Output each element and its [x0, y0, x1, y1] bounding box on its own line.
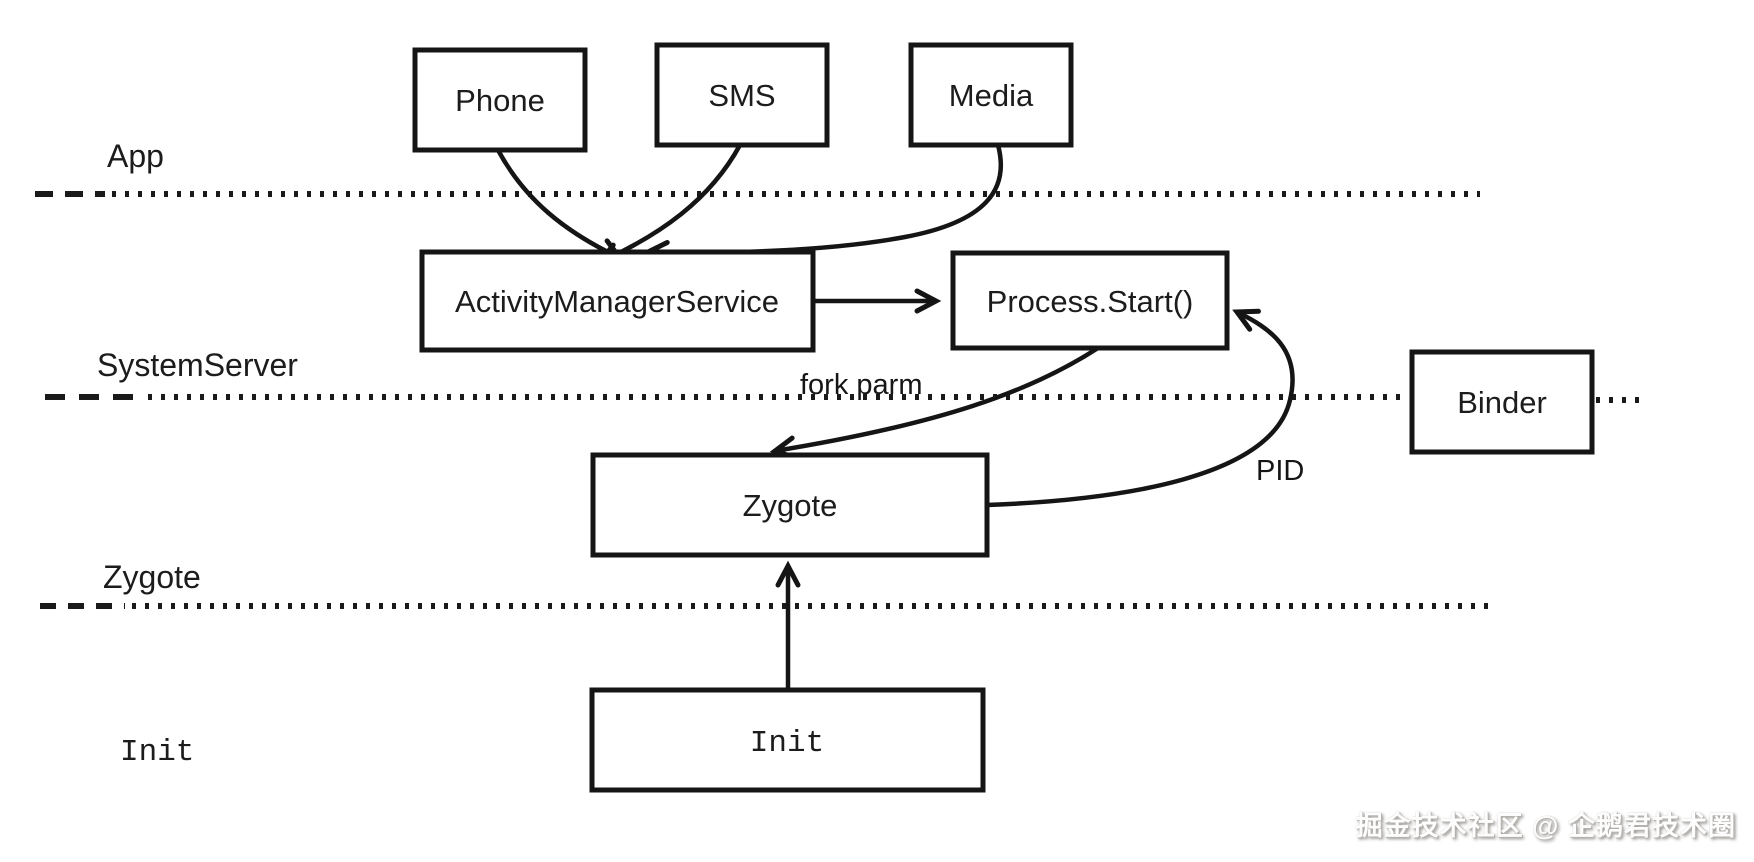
layer-label-app: App [107, 138, 164, 174]
edge-fork-parm [769, 346, 1100, 461]
node-media-label: Media [949, 78, 1034, 113]
node-ams-box [419, 249, 816, 353]
edge-pid [986, 308, 1295, 508]
edge-label-fork-parm: fork parm [800, 369, 922, 401]
layer-separators [35, 191, 1648, 609]
edge-sms-to-ams [595, 143, 742, 266]
layer-label-systemserver: SystemServer [97, 347, 298, 383]
node-zygote-label: Zygote [743, 488, 838, 523]
node-sms-label: SMS [708, 78, 775, 113]
node-sms-box [654, 42, 830, 148]
node-ams-label: ActivityManagerService [455, 284, 779, 319]
node-init-box [589, 687, 986, 793]
edge-label-pid: PID [1256, 455, 1304, 487]
node-zygote-box [590, 452, 990, 558]
node-binder-label: Binder [1457, 385, 1547, 420]
watermark-text: 掘金技术社区 @ 企鹅君技术圈 [1355, 811, 1736, 841]
nodes [412, 42, 1595, 793]
node-media-box [908, 42, 1074, 148]
edges [496, 143, 1295, 689]
node-processstart-label: Process.Start() [987, 284, 1194, 319]
node-phone-box [412, 47, 588, 153]
layer-label-init: Init [120, 735, 194, 770]
node-phone-label: Phone [455, 83, 545, 118]
edge-phone-to-ams [496, 148, 625, 262]
node-binder-box [1409, 349, 1595, 455]
node-processstart-box [950, 250, 1230, 351]
node-init-label: Init [750, 726, 824, 761]
layer-label-zygote: Zygote [103, 559, 201, 595]
